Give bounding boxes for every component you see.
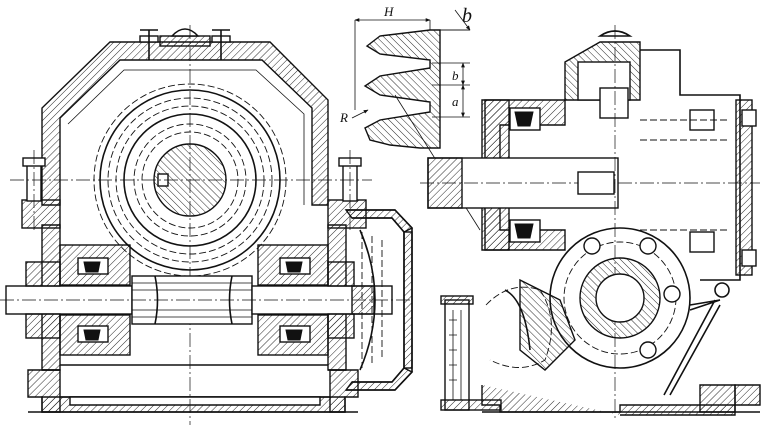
- label-a: a: [452, 94, 459, 109]
- inspection-cover: [159, 35, 211, 47]
- base-slot: [69, 396, 321, 406]
- side-key: [577, 171, 615, 195]
- side-section-view: [420, 25, 761, 420]
- bearing-left: [25, 244, 131, 356]
- side-drain: [663, 299, 721, 396]
- side-end-cover: [735, 99, 753, 276]
- side-worm: [599, 87, 629, 119]
- front-section-view: [0, 25, 414, 425]
- bevel-gear: [485, 278, 576, 371]
- side-wheel: [549, 227, 691, 369]
- label-b-top: b: [462, 5, 472, 27]
- flange-left: [21, 199, 61, 229]
- oil-sight-glass: [444, 299, 470, 411]
- fan-cover: [344, 209, 414, 391]
- label-R: R: [339, 110, 348, 125]
- breather-cap: [170, 28, 200, 37]
- side-breather: [597, 30, 633, 37]
- label-b-side: b: [452, 68, 459, 83]
- pulley-section: [363, 29, 441, 149]
- bearing-right: [257, 244, 355, 356]
- lifting-eye: [714, 282, 730, 298]
- label-H: H: [383, 4, 394, 19]
